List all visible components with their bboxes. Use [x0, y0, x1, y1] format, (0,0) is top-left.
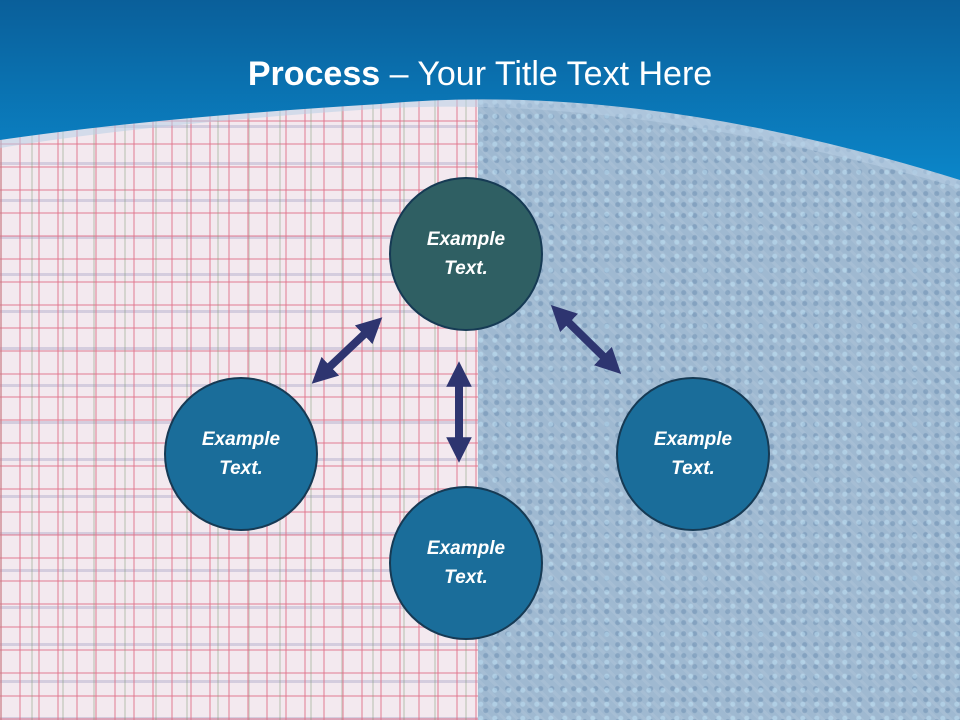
arrow-top-left — [311, 317, 383, 384]
node-top-line2: Text. — [444, 258, 488, 279]
node-right-line1: Example — [653, 429, 733, 450]
page-title: Process – Your Title Text Here — [0, 52, 960, 96]
title-bold: Process — [247, 55, 381, 93]
arrow-top-right — [550, 305, 622, 374]
node-left-line2: Text. — [219, 458, 263, 479]
header-banner — [0, 0, 960, 188]
node-bottom-line1: Example — [426, 538, 506, 559]
node-top-line1: Example — [426, 229, 506, 250]
title-rest: – Your Title Text Here — [380, 55, 713, 93]
node-right-line2: Text. — [671, 458, 715, 479]
node-left-line1: Example — [201, 429, 281, 450]
node-bottom-line2: Text. — [444, 567, 488, 588]
